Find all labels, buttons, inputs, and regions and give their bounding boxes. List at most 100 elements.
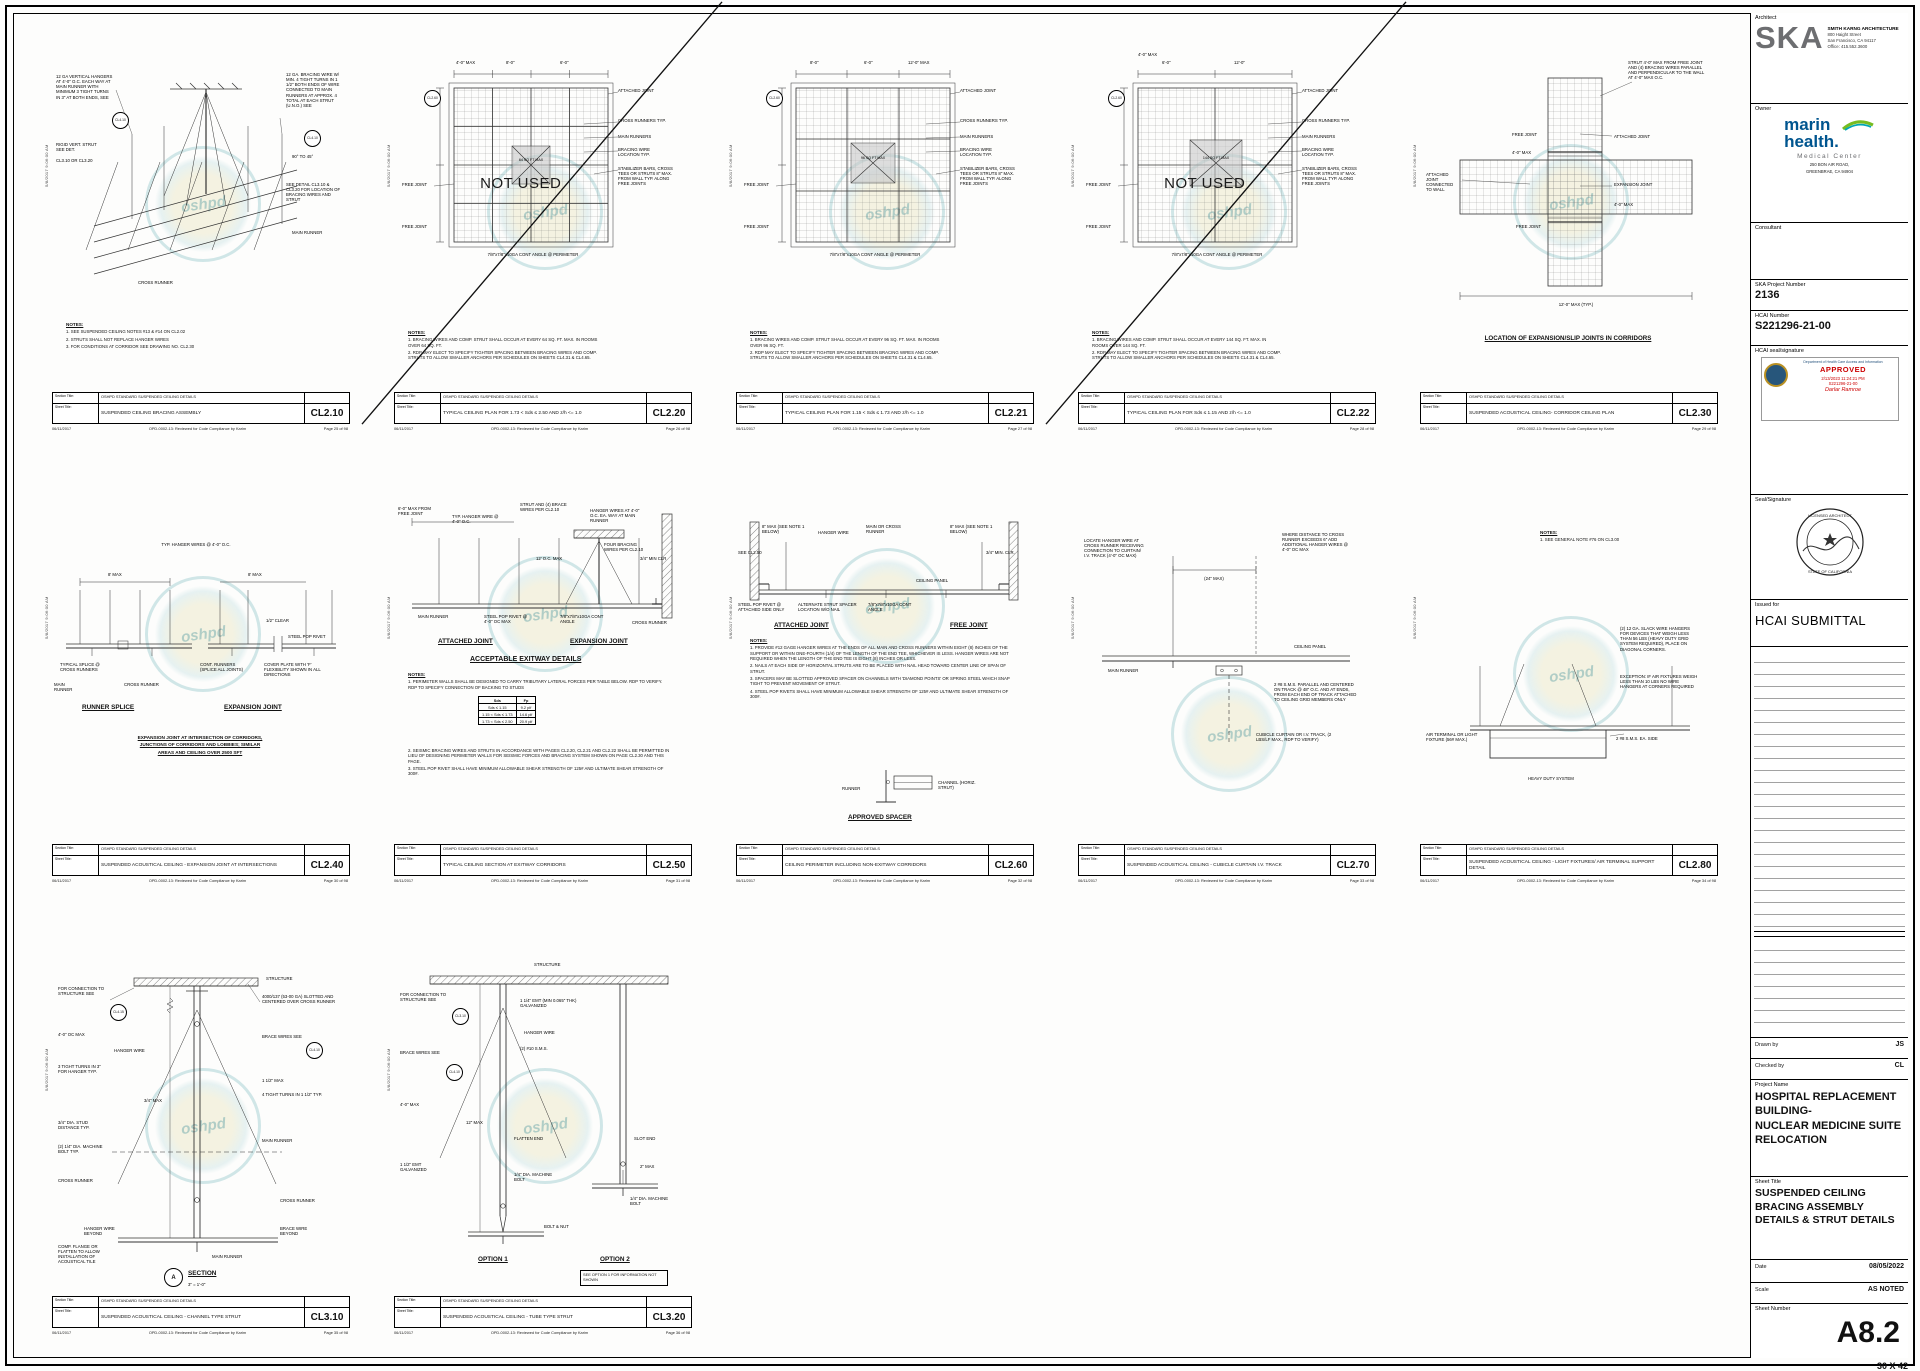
notes: NOTES: 1. SEE GENERAL NOTE #76 ON CL3.00 xyxy=(1540,530,1620,543)
annotation: 6'-0" xyxy=(864,60,873,65)
sheet-number-section: Sheet Number A8.2 xyxy=(1751,1304,1908,1358)
annotation: WHERE DISTANCE TO CROSS RUNNER EXCEEDS 6… xyxy=(1282,532,1349,553)
detail-footer: 06/11/2017 OPD-0002-13: Reviewed for Cod… xyxy=(394,426,690,431)
annotation: BRACE WIRES SEE xyxy=(262,1034,302,1039)
annotation: 1 1/2" MAX xyxy=(262,1078,284,1083)
annotation: 8" MAX (SEE NOTE 1 BELOW) xyxy=(762,524,805,535)
oshpd-watermark: oshpd xyxy=(145,1068,261,1184)
detail-reference-bubble: CL4.10 xyxy=(112,112,129,129)
detail-number: CL2.60 xyxy=(994,860,1028,871)
annotation: MAIN RUNNER xyxy=(54,682,73,693)
panel-heading: LOCATION OF EXPANSION/SLIP JOINTS IN COR… xyxy=(1484,335,1652,342)
svg-text:STATE OF CALIFORNIA: STATE OF CALIFORNIA xyxy=(1807,569,1851,574)
annotation: STEEL POP RIVET @ 4'-0" OC MAX xyxy=(484,614,527,625)
oshpd-watermark: oshpd xyxy=(145,576,261,692)
annotation: CROSS RUNNER xyxy=(124,682,159,687)
drawn-by-value: JS xyxy=(1895,1040,1904,1048)
sheet-number: A8.2 xyxy=(1836,1316,1900,1349)
annotation: CROSS RUNNER xyxy=(58,1178,93,1183)
date-value: 08/05/2022 xyxy=(1868,1262,1904,1270)
footer-date: 06/11/2017 xyxy=(52,426,72,431)
sheet-size-label: 30 X 42 xyxy=(1876,1361,1908,1371)
detail-title: SUSPENDED ACOUSTICAL CEILING- CORRIDOR C… xyxy=(1467,404,1673,423)
oshpd-watermark: oshpd xyxy=(487,556,603,672)
annotation: MAIN RUNNER xyxy=(1108,668,1139,673)
annotation: 1/4" DIA. MACHINE BOLT xyxy=(630,1196,669,1207)
cubicle-track-drawing xyxy=(1102,556,1350,742)
sheet-title-label: Sheet Title: xyxy=(53,404,99,423)
architect-address: 800 Haight Street xyxy=(1827,32,1861,38)
annotation: 8' MAX xyxy=(108,572,122,577)
annotation: 12' O.C. MAX xyxy=(536,556,563,561)
detail-number: CL2.50 xyxy=(652,860,686,871)
annotation: SEE DETAIL CL3.10 & CL3.20 FOR LOCATION … xyxy=(286,182,341,203)
annotation: ATTACHED JOINT xyxy=(1302,88,1339,93)
annotation: ATTACHED JOINT xyxy=(1614,134,1651,139)
annotation: STABILIZER BARS, CROSS TEES OR STRUTS 8"… xyxy=(1302,166,1357,187)
detail-footer: 06/11/2017 OPD-0002-13: Reviewed for Cod… xyxy=(1078,426,1374,431)
sheet-title-section: Sheet Title SUSPENDED CEILING BRACING AS… xyxy=(1751,1177,1908,1260)
annotation: MAIN OR CROSS RUNNER xyxy=(866,524,901,535)
annotation: CHANNEL (HORIZ. STRUT) xyxy=(938,780,976,791)
annotation: STRUT 4'-0" MAX FROM FREE JOINT AND (4) … xyxy=(1628,60,1705,81)
detail-title-bar: Section Title: OSHPD STANDARD SUSPENDED … xyxy=(736,392,1034,424)
detail-title: SUSPENDED ACOUSTICAL CEILING - CHANNEL T… xyxy=(99,1308,305,1327)
detail-title: SUSPENDED ACOUSTICAL CEILING - EXPANSION… xyxy=(99,856,305,875)
annotation: BRACING WIRE LOCATION TYP. xyxy=(1302,147,1334,158)
annotation: 2 #8 S.M.S. PARALLEL AND CENTERED ON TRA… xyxy=(1274,682,1357,703)
expansion-joint-drawing xyxy=(66,578,336,656)
hcai-approval-stamp: Department of Health Care Access and Inf… xyxy=(1760,357,1899,421)
annotation: (2) 1/4" DIA. MACHINE BOLT TYP. xyxy=(58,1144,103,1155)
detail-title: TYPICAL CEILING SECTION AT EXITWAY CORRI… xyxy=(441,856,647,875)
hcai-seal-section: HCAI seal/signature Department of Health… xyxy=(1751,346,1908,495)
detail-reference-bubble: CL4.10 xyxy=(446,1064,463,1081)
detail-reference-bubble: CL2.60 xyxy=(424,90,441,107)
notes: NOTES: 1. SEE SUSPENDED CEILING NOTES #1… xyxy=(66,322,195,349)
annotation: FREE JOINT xyxy=(1086,224,1112,229)
annotation: FOR CONNECTION TO STRUCTURE SEE xyxy=(400,992,447,1003)
drawing-area: oshpd LOCATE HANGER WIRE AT CROSS RUNNER… xyxy=(1078,486,1374,844)
detail-footer: 06/11/2017 OPD-0002-13: Reviewed for Cod… xyxy=(736,426,1032,431)
annotation: MAIN RUNNERS xyxy=(618,134,652,139)
annotation: MAIN RUNNER xyxy=(262,1138,293,1143)
annotation: STRUCTURE xyxy=(534,962,561,967)
light-fixture-support-drawing xyxy=(1470,663,1690,759)
annotation: 1/2" CLEAR xyxy=(266,618,290,623)
detail-panel-cl3-20: 5/8/2017 9:06:00 AM oshpd STRU xyxy=(386,938,692,1340)
annotation: MAIN RUNNERS xyxy=(1302,134,1336,139)
detail-footer: 06/11/2017 OPD-0002-13: Reviewed for Cod… xyxy=(52,1330,348,1335)
annotation: 4'-0" MAX xyxy=(1138,52,1158,57)
detail-title: TYPICAL CEILING PLAN FOR Sds ≤ 1.15 AND … xyxy=(1125,404,1331,423)
annotation: FREE JOINT xyxy=(1086,182,1112,187)
annotation: 4'-0" MAX xyxy=(1512,150,1532,155)
annotation: FREE JOINT xyxy=(402,224,428,229)
oshpd-watermark: oshpd xyxy=(145,146,261,262)
detail-footer: 06/11/2017 OPD-0002-13: Reviewed for Cod… xyxy=(1420,426,1716,431)
owner-label: Owner xyxy=(1755,105,1772,112)
panel-heading: ACCEPTABLE EXITWAY DETAILS xyxy=(470,656,582,663)
panel-heading: RUNNER SPLICE xyxy=(82,704,135,711)
detail-number: CL2.40 xyxy=(310,860,344,871)
plot-timestamp: 5/8/2017 9:06:00 AM xyxy=(1070,596,1075,639)
drawing-area: oshpd xyxy=(52,34,348,392)
annotation: STABILIZER BARS, CROSS TEES OR STRUTS 8"… xyxy=(960,166,1015,187)
marin-health-swoosh-icon xyxy=(1841,120,1874,131)
annotation: STEEL POP RIVET xyxy=(288,634,326,639)
drawing-area: oshpd 6'-0" MAX FROM FREE JOINT TYP. HAN… xyxy=(394,486,690,844)
detail-panel-cl2-50: 5/8/2017 9:06:00 AM oshpd 6'-0" MAX FROM… xyxy=(386,486,692,888)
detail-title-bar: Section Title: OSHPD STANDARD SUSPENDED … xyxy=(394,1296,692,1328)
detail-panel-cl3-10: 5/8/2017 9:06:00 AM oshpd FOR xyxy=(44,938,350,1340)
svg-text:LICENSED ARCHITECT: LICENSED ARCHITECT xyxy=(1808,513,1852,518)
consultant-label: Consultant xyxy=(1755,224,1782,231)
detail-title-bar: Section Title: OSHPD STANDARD SUSPENDED … xyxy=(736,844,1034,876)
annotation: AIR TERMINAL OR LIGHT FIXTURE (56# MAX.) xyxy=(1426,732,1478,743)
annotation: 4'-0" MAX xyxy=(456,60,476,65)
drawing-area: oshpd CL2.60 ATTACHED JOINT 8'-0" 6'-0" … xyxy=(736,34,1032,392)
annotation: EXCEPTION: IF AIR FIXTURES WEIGH LESS TH… xyxy=(1620,674,1698,690)
annotation: FOR CONNECTION TO STRUCTURE SEE xyxy=(58,986,105,997)
sheet-title: SUSPENDED CEILING BRACING ASSEMBLY DETAI… xyxy=(1755,1187,1895,1227)
owner-subtitle: Medical Center xyxy=(1797,152,1862,160)
option-heading: OPTION 1 xyxy=(478,1256,508,1263)
plot-timestamp: 5/8/2017 9:06:00 AM xyxy=(386,1048,391,1091)
